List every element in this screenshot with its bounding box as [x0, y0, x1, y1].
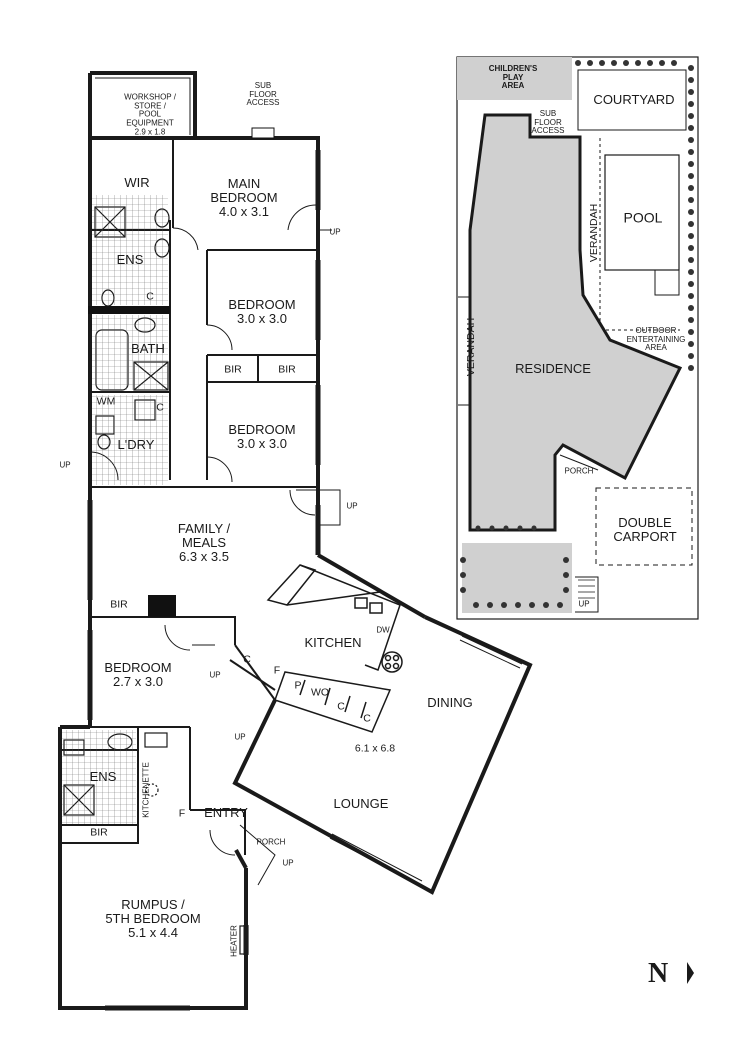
hedge-dots: [460, 60, 694, 608]
label-wm: WM: [96, 395, 116, 408]
label-dining: DINING: [427, 694, 473, 710]
label-kitchen: KITCHEN: [304, 634, 362, 650]
label-up-2: UP: [59, 460, 71, 470]
label-wir: WIR: [124, 174, 150, 190]
label-wo: WO: [310, 686, 330, 699]
label-pool: POOL: [623, 209, 663, 226]
label-bir-1: BIR: [224, 363, 242, 376]
label-porch: PORCH: [256, 837, 286, 847]
label-site-porch: PORCH: [564, 466, 594, 476]
site-boundary: [456, 56, 699, 620]
label-lounge: LOUNGE: [333, 795, 389, 811]
label-residence: RESIDENCE: [515, 360, 591, 376]
courtyard: [577, 69, 687, 131]
compass-label: N: [648, 958, 669, 989]
label-c-4: C: [337, 700, 345, 713]
label-site-up: UP: [578, 599, 590, 609]
label-lounge-size: 6.1 x 6.8: [354, 742, 396, 755]
label-ens-1: ENS: [116, 251, 144, 267]
windows: [87, 150, 523, 1011]
label-c-2: C: [156, 401, 164, 414]
label-kitchenette: KITCHENETTE: [141, 762, 151, 818]
label-verandah-1: VERANDAH: [588, 203, 600, 263]
label-bir-3: BIR: [110, 598, 128, 611]
north-arrow-icon: [687, 962, 694, 984]
label-c-1: C: [146, 290, 154, 303]
label-bath: BATH: [131, 340, 165, 356]
label-c-5: C: [363, 712, 371, 725]
label-up-5: UP: [234, 732, 246, 742]
label-bir-4: BIR: [90, 826, 108, 839]
kitchen-bench: [266, 564, 403, 733]
label-up-3: UP: [346, 501, 358, 511]
label-up-6: UP: [282, 858, 294, 868]
label-f-1: F: [273, 664, 281, 677]
solid-blocks: [88, 127, 275, 617]
label-up-1: UP: [329, 227, 341, 237]
label-heater: HEATER: [229, 925, 239, 957]
label-courtyard: COURTYARD: [593, 91, 675, 107]
label-ens-2: ENS: [89, 768, 117, 784]
label-bir-2: BIR: [278, 363, 296, 376]
label-entry: ENTRY: [204, 804, 248, 820]
label-p: P: [294, 679, 302, 692]
label-laundry: L'DRY: [117, 436, 155, 452]
residence-footprint: [468, 113, 683, 532]
entry-steps: [239, 229, 341, 886]
label-c-3: C: [243, 653, 251, 666]
label-f-2: F: [178, 807, 186, 820]
label-dw: DW: [376, 625, 390, 635]
label-up-4: UP: [209, 670, 221, 680]
label-verandah-2: VERANDAH: [465, 317, 477, 377]
tiled-areas: [62, 195, 168, 824]
